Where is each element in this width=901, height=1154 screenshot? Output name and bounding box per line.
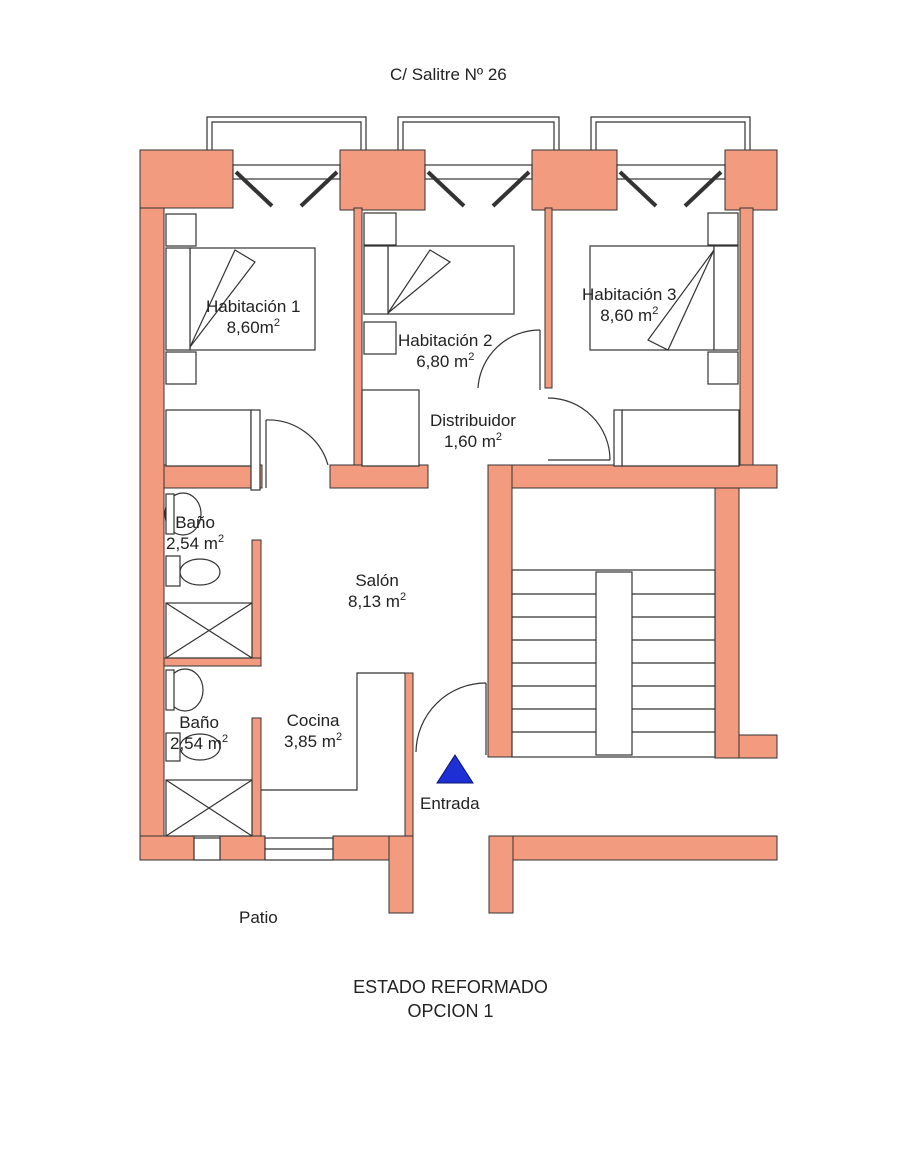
patio-label: Patio xyxy=(239,908,278,927)
wall-right-bottom-h xyxy=(488,835,778,861)
wardrobe-hab1 xyxy=(165,409,252,467)
room-area: 2,54 m2 xyxy=(170,733,229,754)
room-area: 1,60 m2 xyxy=(443,431,503,452)
room-area: 2,54 m2 xyxy=(166,533,225,554)
room-area: 8,13 m2 xyxy=(348,591,407,612)
room-label-hab2: Habitación 2 6,80 m2 xyxy=(398,330,493,372)
room-label-bano1: Baño 2,54 m2 xyxy=(166,512,224,554)
wardrobe-hab3 xyxy=(621,409,740,467)
wall-h-left xyxy=(163,464,263,489)
kitchen-counter xyxy=(261,672,405,791)
windows xyxy=(193,116,751,861)
staircase xyxy=(511,569,716,758)
toilet-bath1 xyxy=(179,558,221,586)
wall-top-pillar-1 xyxy=(139,149,234,209)
bed-hab2 xyxy=(387,245,515,315)
stair-core xyxy=(595,571,633,756)
wall-bath-divider xyxy=(163,657,262,667)
walls xyxy=(139,149,778,914)
stair-steps xyxy=(512,593,715,733)
window-frame-3 xyxy=(616,164,726,180)
door-entrance xyxy=(415,682,487,753)
nightstand xyxy=(165,351,197,385)
patio-window-1 xyxy=(193,837,221,861)
room-label-distribuidor: Distribuidor 1,60 m2 xyxy=(430,410,516,452)
door-hab3 xyxy=(547,397,611,461)
wall-stair-right xyxy=(714,487,740,759)
window-frame-1 xyxy=(232,164,341,180)
wall-hab1-hab2 xyxy=(353,207,363,469)
window-leaf xyxy=(618,170,658,208)
nightstand xyxy=(363,212,397,246)
wall-top-pillar-3 xyxy=(531,149,618,211)
wall-top-pillar-4 xyxy=(724,149,778,211)
room-label-salon: Salón 8,13 m2 xyxy=(348,570,406,612)
room-name: Habitación 3 xyxy=(582,285,677,304)
door-hab2 xyxy=(477,329,541,389)
wall-bottom-left xyxy=(139,835,195,861)
wall-left xyxy=(139,149,165,861)
nightstand xyxy=(707,212,739,246)
room-name: Baño xyxy=(179,713,219,732)
closet-hab2 xyxy=(361,389,420,467)
door-hab1 xyxy=(265,419,329,466)
room-area: 8,60m2 xyxy=(226,317,280,338)
plan-footer: ESTADO REFORMADO OPCION 1 xyxy=(0,975,901,1023)
window-leaf xyxy=(426,170,466,208)
room-name: Habitación 2 xyxy=(398,331,493,350)
wall-stair-left xyxy=(487,464,513,758)
footer-line-2: OPCION 1 xyxy=(407,1001,494,1021)
room-name: Baño xyxy=(175,513,215,532)
wall-right-upper xyxy=(739,207,754,469)
bed-hab3 xyxy=(589,245,715,351)
door-swing-hab1 xyxy=(189,249,256,348)
nightstand xyxy=(707,351,739,385)
window-leaf xyxy=(683,170,723,208)
wall-h-mid xyxy=(329,464,429,489)
room-label-hab1: Habitación 1 8,60m2 xyxy=(206,296,301,338)
wall-bottom-mid xyxy=(219,835,266,861)
street-address: C/ Salitre Nº 26 xyxy=(390,65,507,84)
nightstand xyxy=(363,321,397,355)
wall-hab2-hab3 xyxy=(544,207,553,389)
toilet-bath2 xyxy=(179,733,221,761)
wall-stair-bottom xyxy=(738,734,778,759)
footer-line-1: ESTADO REFORMADO xyxy=(353,977,548,997)
window-leaf xyxy=(299,170,339,208)
entrance-label: Entrada xyxy=(420,794,480,813)
window-frame-2 xyxy=(424,164,533,180)
room-name: Distribuidor xyxy=(430,411,516,430)
room-label-cocina: Cocina 3,85 m2 xyxy=(284,710,342,752)
balcony-2 xyxy=(397,116,560,150)
window-leaf xyxy=(234,170,274,208)
room-area: 8,60 m2 xyxy=(600,305,659,326)
balcony-1 xyxy=(206,116,367,150)
wall-bottom-stub xyxy=(388,835,414,914)
balcony-3 xyxy=(590,116,751,150)
entrance-marker-icon xyxy=(436,754,474,784)
room-label-hab3: Habitación 3 8,60 m2 xyxy=(582,284,677,326)
window-leaf xyxy=(491,170,531,208)
wall-top-pillar-2 xyxy=(339,149,426,211)
wall-bath2-right xyxy=(251,717,262,839)
nightstand xyxy=(165,213,197,247)
room-area: 3,85 m2 xyxy=(284,731,343,752)
room-name: Cocina xyxy=(286,711,340,730)
wall-h-right xyxy=(487,464,778,489)
room-area: 6,80 m2 xyxy=(416,351,475,372)
room-name: Habitación 1 xyxy=(206,297,301,316)
room-name: Salón xyxy=(355,571,399,590)
wall-right-bottom-v xyxy=(488,835,514,914)
room-label-bano2: Baño 2,54 m2 xyxy=(170,712,228,754)
wall-bath1-right xyxy=(251,539,262,666)
furniture xyxy=(164,212,740,837)
doors xyxy=(265,329,611,755)
